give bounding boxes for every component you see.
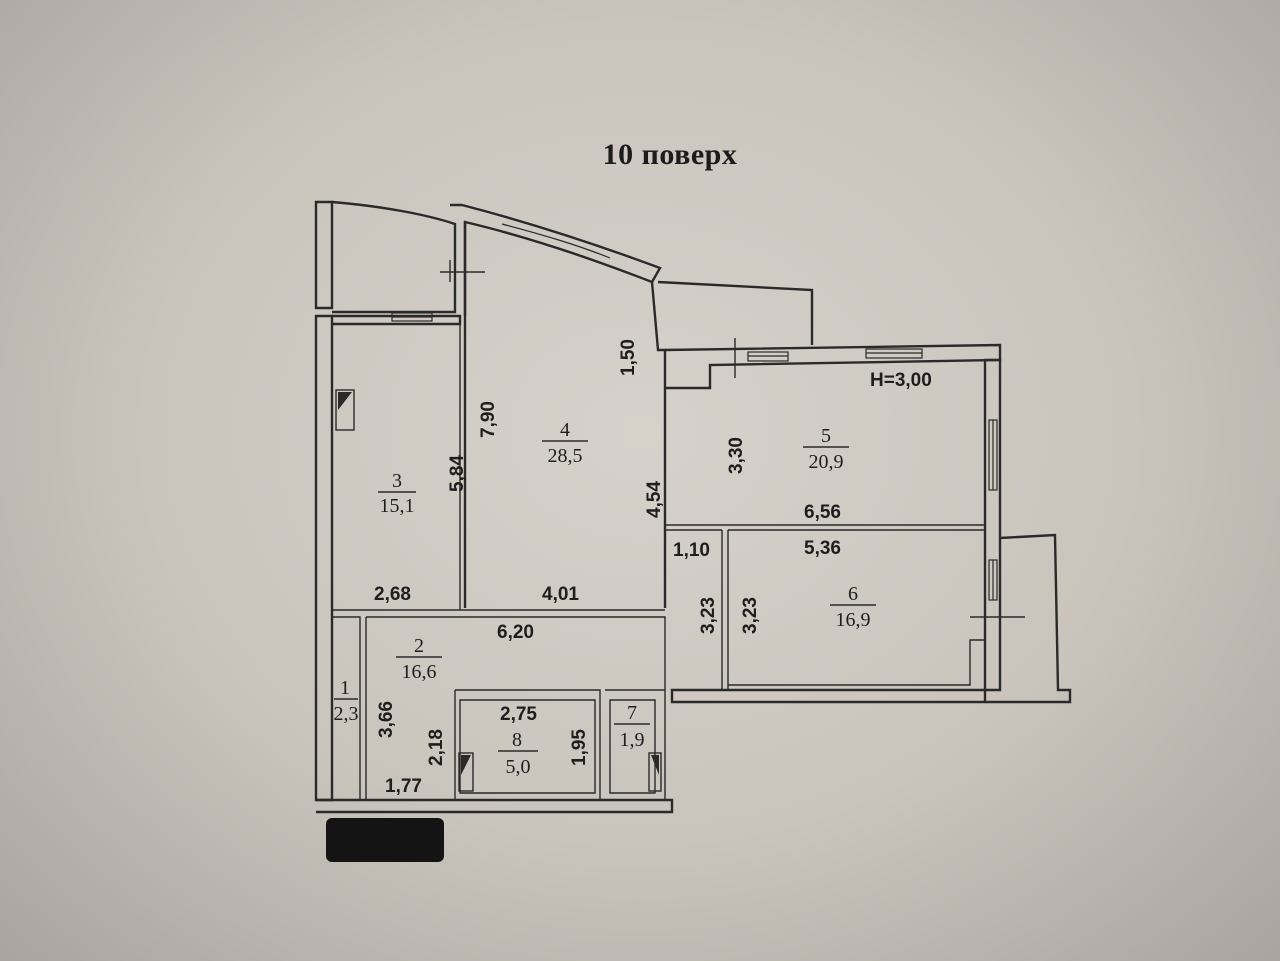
dim-room5-depth: 3,30: [726, 437, 747, 474]
dim-entry-width: 1,77: [385, 776, 422, 797]
room-6-number: 6: [848, 583, 858, 605]
floor-title: 10 поверх: [602, 138, 738, 171]
interior-walls: [332, 324, 985, 800]
windows: [391, 223, 998, 601]
dim-hall-depth: 3,66: [376, 701, 397, 738]
room-5-area: 20,9: [809, 451, 844, 473]
dim-room3-width: 2,68: [374, 584, 411, 605]
redaction-mark: [326, 818, 444, 862]
room-3-number: 3: [392, 470, 402, 492]
dim-hall-length: 6,20: [497, 622, 534, 643]
room-1-number: 1: [340, 677, 350, 699]
dim-living-bay: 1,50: [618, 339, 639, 376]
dim-passage-depth: 3,23: [698, 597, 719, 634]
ceiling-height-label: H=3,00: [870, 370, 932, 391]
room-4-number: 4: [560, 419, 570, 441]
room-5-number: 5: [821, 425, 831, 447]
dim-room4-side: 4,54: [644, 481, 665, 518]
room-8-number: 8: [512, 729, 522, 751]
dim-room5-width: 6,56: [804, 502, 841, 523]
room-2-number: 2: [414, 635, 424, 657]
room-2-area: 16,6: [402, 661, 437, 683]
dim-entry-depth: 2,18: [426, 729, 447, 766]
room-6-area: 16,9: [836, 609, 871, 631]
outer-walls: [314, 200, 1072, 814]
dim-room6-depth: 3,23: [740, 597, 761, 634]
dim-passage-width: 1,10: [673, 540, 710, 561]
dim-room4-length: 7,90: [478, 401, 499, 438]
dim-room8-depth: 1,95: [569, 729, 590, 766]
door-marks: [440, 260, 1025, 618]
dim-room8-width: 2,75: [500, 704, 537, 725]
room-1-area: 2,3: [334, 703, 359, 725]
room-7-number: 7: [627, 702, 637, 724]
room-7-area: 1,9: [620, 729, 645, 751]
dim-room4-width: 4,01: [542, 584, 579, 605]
shaft-marks: [335, 389, 662, 792]
room-4-area: 28,5: [548, 445, 583, 467]
dimension-labels: 5,84 7,90 1,50 4,54 3,30 6,56 2,68 4,01 …: [374, 339, 841, 797]
dim-room6-width: 5,36: [804, 538, 841, 559]
dim-room3-length: 5,84: [447, 455, 468, 492]
room-labels: 3 15,1 4 28,5 5 20,9 6 16,9 2 16,6 1 2,3…: [334, 419, 876, 778]
room-8-area: 5,0: [506, 756, 531, 778]
room-3-area: 15,1: [380, 495, 415, 517]
